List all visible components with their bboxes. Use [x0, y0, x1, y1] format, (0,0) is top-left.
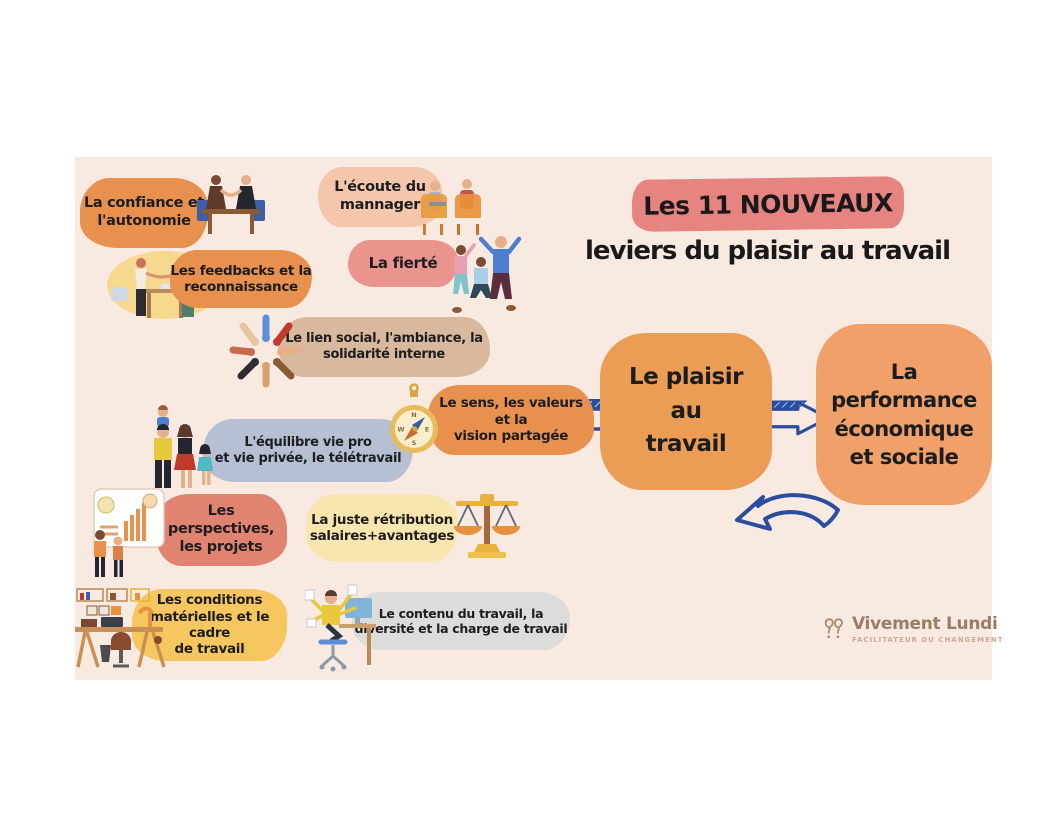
logo-tagline: FACILITATEUR DU CHANGEMENT: [852, 636, 1004, 644]
lever-label: Le contenu du travail, la diversité et l…: [354, 605, 568, 636]
lever-label: Les conditions matérielles et le cadre d…: [149, 592, 270, 658]
lever-lien-social: Le lien social, l'ambiance, la solidarit…: [278, 317, 490, 377]
svg-text:W: W: [397, 426, 404, 434]
title-highlight: Les 11 NOUVEAUX: [631, 176, 905, 232]
lever-label: L'écoute du mannager: [334, 179, 426, 213]
team-celebration-illustration: [452, 236, 522, 313]
lever-confiance-autonomie: La confiance et l'autonomie: [80, 178, 208, 248]
lever-label: Les perspectives, les projets: [167, 503, 275, 555]
lever-juste-retribution: La juste rétribution salaires+avantages: [306, 494, 458, 562]
title-line2: leviers du plaisir au travail: [584, 236, 951, 266]
flow-node-plaisir-travail: Le plaisir au travail: [600, 333, 772, 490]
svg-text:S: S: [412, 439, 417, 447]
lever-label: Les feedbacks et la reconnaissance: [170, 262, 312, 295]
desk-workspace-illustration: [75, 588, 166, 668]
vivement-lundi-logo-icon: [824, 618, 843, 639]
svg-text:N: N: [411, 411, 416, 419]
lever-contenu-travail: Le contenu du travail, la diversité et l…: [352, 592, 570, 650]
flow-node-performance: La performance économique et sociale: [816, 324, 992, 505]
hands-circle-illustration: [229, 314, 303, 388]
lever-perspectives-projets: Les perspectives, les projets: [155, 494, 287, 566]
lever-label: Le sens, les valeurs et la vision partag…: [439, 395, 583, 445]
balance-scale-icon: [454, 494, 520, 558]
lever-label: La confiance et l'autonomie: [83, 195, 205, 229]
lever-sens-valeurs-vision: Le sens, les valeurs et la vision partag…: [428, 385, 594, 455]
lever-equilibre-vie-pro-privee: L'équilibre vie pro et vie privée, le té…: [203, 419, 413, 482]
svg-text:E: E: [425, 426, 429, 434]
family-illustration: [154, 405, 213, 488]
presentation-board-illustration: [93, 488, 165, 577]
lever-label: L'équilibre vie pro et vie privée, le té…: [214, 434, 402, 466]
lever-label: La juste rétribution salaires+avantages: [309, 511, 455, 544]
manager-listening-illustration: [421, 179, 481, 235]
logo-name: Vivement Lundi: [852, 614, 998, 634]
title-line1: Les 11 NOUVEAUX: [643, 187, 893, 221]
multitasking-illustration: [305, 584, 376, 672]
curved-return-arrow-icon: [735, 493, 840, 531]
compass-icon: N E S W: [390, 383, 438, 453]
handshake-meeting-illustration: [197, 175, 265, 234]
vivement-lundi-logo: Vivement Lundi FACILITATEUR DU CHANGEMEN…: [822, 616, 1004, 644]
lever-fierte: La fierté: [348, 240, 458, 287]
flow-node-label: Le plaisir au travail: [629, 364, 743, 458]
lever-label: La fierté: [368, 254, 438, 273]
lever-feedbacks-reconnaissance: Les feedbacks et la reconnaissance: [170, 250, 312, 308]
lever-label: Le lien social, l'ambiance, la solidarit…: [285, 331, 483, 362]
flow-node-label: La performance économique et sociale: [831, 359, 977, 469]
